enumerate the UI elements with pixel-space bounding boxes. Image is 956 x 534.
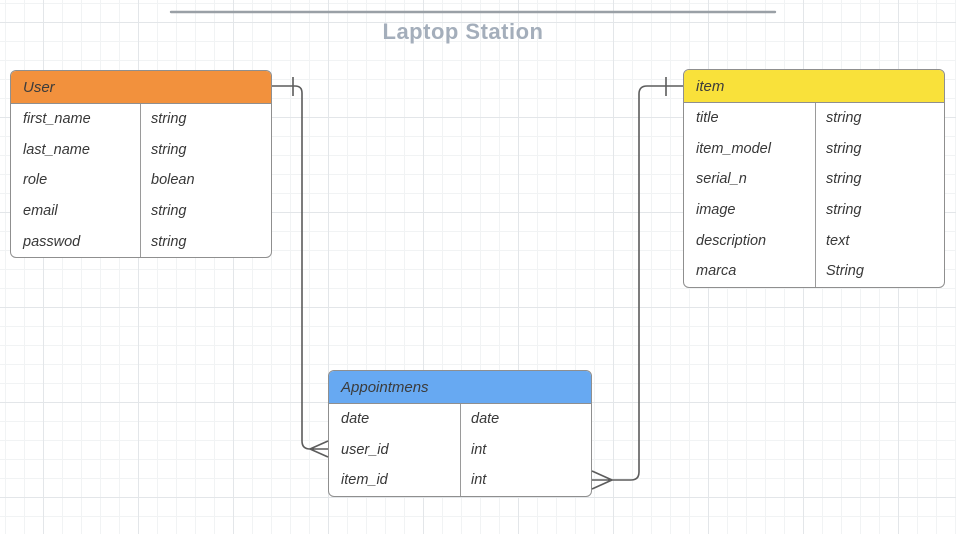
field-name: last_name: [11, 134, 141, 166]
entity-appointmens[interactable]: Appointmens date date user_id int item_i…: [328, 370, 592, 497]
field-type: int: [471, 441, 487, 458]
field-name: item_model: [684, 133, 816, 165]
field-name: date: [329, 404, 461, 435]
field-row-image[interactable]: image string: [684, 194, 944, 226]
field-type: string: [826, 202, 862, 219]
field-type: string: [151, 141, 187, 158]
field-type: string: [826, 171, 862, 188]
field-row-description[interactable]: description text: [684, 225, 944, 256]
field-type: text: [826, 232, 850, 249]
field-type: string: [151, 203, 187, 220]
entity-user[interactable]: User first_name string last_name string …: [10, 70, 272, 258]
entity-item-header[interactable]: item: [684, 70, 944, 103]
entity-appointmens-header[interactable]: Appointmens: [329, 371, 591, 404]
field-row-item_model[interactable]: item_model string: [684, 133, 944, 165]
field-row-title[interactable]: title string: [684, 103, 944, 134]
field-row-serial_n[interactable]: serial_n string: [684, 164, 944, 195]
entity-item-body: title string item_model string serial_n …: [684, 103, 944, 287]
field-name: role: [11, 165, 141, 196]
diagram-title: Laptop Station: [382, 19, 544, 44]
entity-appointmens-body: date date user_id int item_id int: [329, 404, 591, 496]
field-name: serial_n: [684, 164, 816, 195]
entity-user-body: first_name string last_name string role …: [11, 104, 271, 257]
field-row-passwod[interactable]: passwod string: [11, 226, 271, 257]
field-row-last_name[interactable]: last_name string: [11, 134, 271, 166]
field-name: user_id: [329, 434, 461, 466]
entity-appointmens-name: Appointmens: [341, 378, 429, 396]
field-row-marca[interactable]: marca String: [684, 255, 944, 287]
field-name: marca: [684, 255, 816, 287]
field-name: description: [684, 225, 816, 256]
field-type: string: [826, 110, 862, 127]
field-type: String: [826, 263, 864, 280]
field-row-item_id[interactable]: item_id int: [329, 465, 591, 496]
field-row-date[interactable]: date date: [329, 404, 591, 435]
entity-user-name: User: [23, 78, 55, 96]
field-name: title: [684, 103, 816, 134]
field-type: int: [471, 472, 487, 489]
field-type: string: [151, 233, 187, 250]
field-row-user_id[interactable]: user_id int: [329, 434, 591, 466]
relationship-user-appointmens[interactable]: [272, 77, 329, 458]
field-name: passwod: [11, 226, 141, 257]
field-row-email[interactable]: email string: [11, 195, 271, 227]
field-row-first_name[interactable]: first_name string: [11, 104, 271, 135]
entity-item-name: item: [696, 77, 725, 95]
field-name: image: [684, 194, 816, 226]
relationship-item-appointmens[interactable]: [591, 77, 683, 490]
field-type: string: [151, 111, 187, 128]
field-name: first_name: [11, 104, 141, 135]
field-row-role[interactable]: role bolean: [11, 165, 271, 196]
field-type: string: [826, 140, 862, 157]
field-type: bolean: [151, 172, 195, 189]
crowsfoot-many-user_id: [309, 440, 329, 458]
field-type: date: [471, 411, 500, 428]
field-name: email: [11, 195, 141, 227]
entity-user-header[interactable]: User: [11, 71, 271, 104]
field-name: item_id: [329, 465, 461, 496]
entity-item[interactable]: item title string item_model string seri…: [683, 69, 945, 288]
crowsfoot-many-item_id: [591, 470, 613, 490]
